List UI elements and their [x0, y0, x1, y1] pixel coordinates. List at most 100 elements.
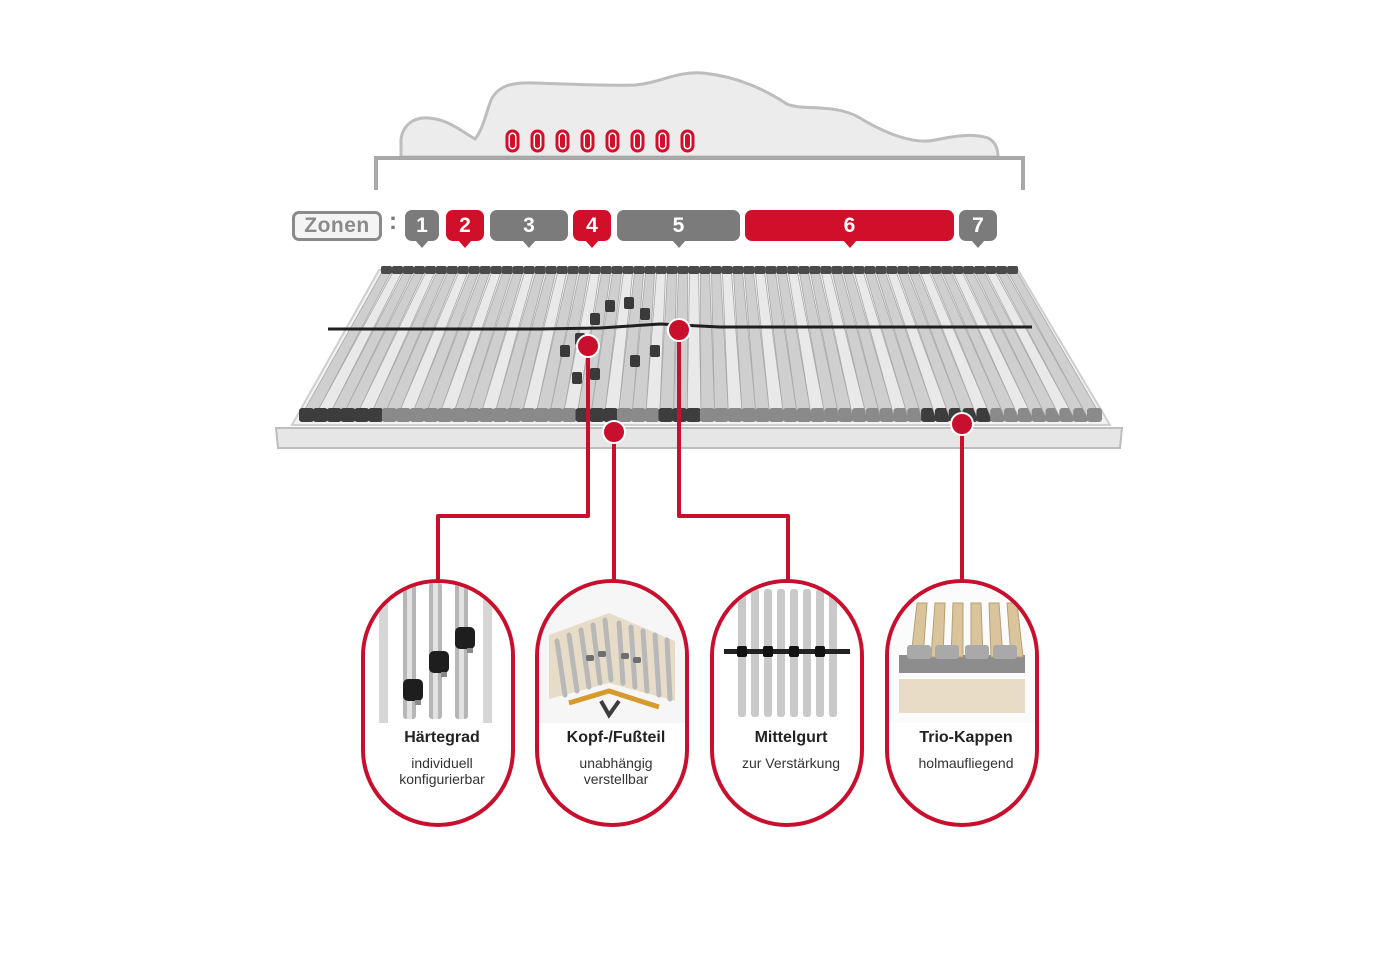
- feature-title: Härtegrad: [404, 729, 480, 746]
- slat-front-cap: [865, 408, 881, 422]
- slat-back-cap: [875, 266, 887, 274]
- slat-front-cap: [520, 408, 536, 422]
- slat-back-cap: [534, 266, 546, 274]
- slat-front-cap: [1017, 408, 1033, 422]
- slat-back-cap: [820, 266, 832, 274]
- slat-front-cap: [810, 408, 826, 422]
- slat-front-cap: [451, 408, 467, 422]
- hardness-adjuster: [630, 355, 640, 367]
- feature-description: holmaufliegend: [918, 755, 1014, 771]
- zone-4: 4: [573, 210, 611, 248]
- slat-front-cap: [893, 408, 909, 422]
- slat-back-cap: [655, 266, 667, 274]
- slat-front-cap: [838, 408, 854, 422]
- pressure-points: [505, 129, 695, 153]
- slat-back-cap: [512, 266, 524, 274]
- slat-back-cap: [567, 266, 579, 274]
- feature-title: Kopf-/Fußteil: [566, 729, 666, 746]
- slat-front-cap: [354, 408, 370, 422]
- slat-back-cap: [809, 266, 821, 274]
- slat-front-cap: [824, 408, 840, 422]
- callout-dot: [576, 334, 600, 358]
- center-strap: [328, 322, 1032, 331]
- slatted-frame-illustration: [274, 266, 1124, 584]
- connector-line: [677, 330, 790, 584]
- feature-title: Mittelgurt: [754, 729, 828, 746]
- slat-back-cap: [765, 266, 777, 274]
- slat-front-cap: [423, 408, 439, 422]
- callout-dot: [950, 412, 974, 436]
- slat-front-cap: [713, 408, 729, 422]
- slat-front-cap: [589, 408, 605, 422]
- slat-front-cap: [699, 408, 715, 422]
- feature-trio-kappen: Trio-Kappen holmaufliegend: [885, 579, 1039, 827]
- slat: [686, 271, 702, 419]
- slat-front-cap: [506, 408, 522, 422]
- slat-back-cap: [886, 266, 898, 274]
- slat-back-cap: [996, 266, 1008, 274]
- slat-front-cap: [879, 408, 895, 422]
- slat-back-cap: [402, 266, 414, 274]
- slat-back-cap: [435, 266, 447, 274]
- slat-front-cap: [381, 408, 397, 422]
- frame-front-rail: [274, 427, 1124, 449]
- slat-back-cap: [710, 266, 722, 274]
- slat-back-cap: [919, 266, 931, 274]
- slat-front-cap: [312, 408, 328, 422]
- slat-back-cap: [413, 266, 425, 274]
- slat-front-cap: [603, 408, 619, 422]
- slat-back-cap: [600, 266, 612, 274]
- slat-back-cap: [381, 266, 392, 274]
- slat-front-cap: [741, 408, 757, 422]
- slat-front-cap: [616, 408, 632, 422]
- slat-back-cap: [985, 266, 997, 274]
- slat-back-cap: [974, 266, 986, 274]
- slat-front-cap: [1004, 408, 1020, 422]
- slat-back-cap: [578, 266, 590, 274]
- slat-front-cap: [796, 408, 812, 422]
- zone-5: 5: [617, 210, 740, 248]
- hardness-adjuster: [640, 308, 650, 320]
- slat-front-cap: [1087, 408, 1102, 422]
- slat-back-cap: [490, 266, 502, 274]
- slat-back-cap: [589, 266, 601, 274]
- slat-back-cap: [842, 266, 854, 274]
- slat-front-cap: [464, 408, 480, 422]
- slat-front-cap: [990, 408, 1006, 422]
- slat-back-cap: [941, 266, 953, 274]
- callout-dot: [667, 318, 691, 342]
- trio-caps-icon: [889, 583, 1035, 723]
- hardness-adjuster: [590, 368, 600, 380]
- hardness-adjuster: [624, 297, 634, 309]
- slat-back-cap: [952, 266, 964, 274]
- slat-back-cap: [798, 266, 810, 274]
- slat-front-cap: [561, 408, 577, 422]
- slat-back-cap: [446, 266, 458, 274]
- slat-front-cap: [907, 408, 923, 422]
- zone-6: 6: [745, 210, 954, 248]
- slat-back-cap: [743, 266, 755, 274]
- slat-back-cap: [424, 266, 436, 274]
- slat-back-cap: [622, 266, 634, 274]
- center-strap-icon: [714, 583, 860, 723]
- slat-back-cap: [556, 266, 568, 274]
- slat-front-cap: [437, 408, 453, 422]
- slat-back-cap: [457, 266, 469, 274]
- slat-front-cap: [492, 408, 508, 422]
- slat-front-cap: [727, 408, 743, 422]
- hardness-adjuster: [572, 372, 582, 384]
- slat-back-cap: [864, 266, 876, 274]
- slat-front-cap: [658, 408, 674, 422]
- adjustable-headrest-icon: [539, 583, 685, 723]
- adjustable-slat-caps-icon: [365, 583, 511, 723]
- slat-back-cap: [787, 266, 799, 274]
- slat-front-cap: [299, 408, 314, 422]
- connector-line: [436, 346, 590, 584]
- slat-back-cap: [776, 266, 788, 274]
- slat-back-cap: [611, 266, 623, 274]
- slat-front-cap: [368, 408, 384, 422]
